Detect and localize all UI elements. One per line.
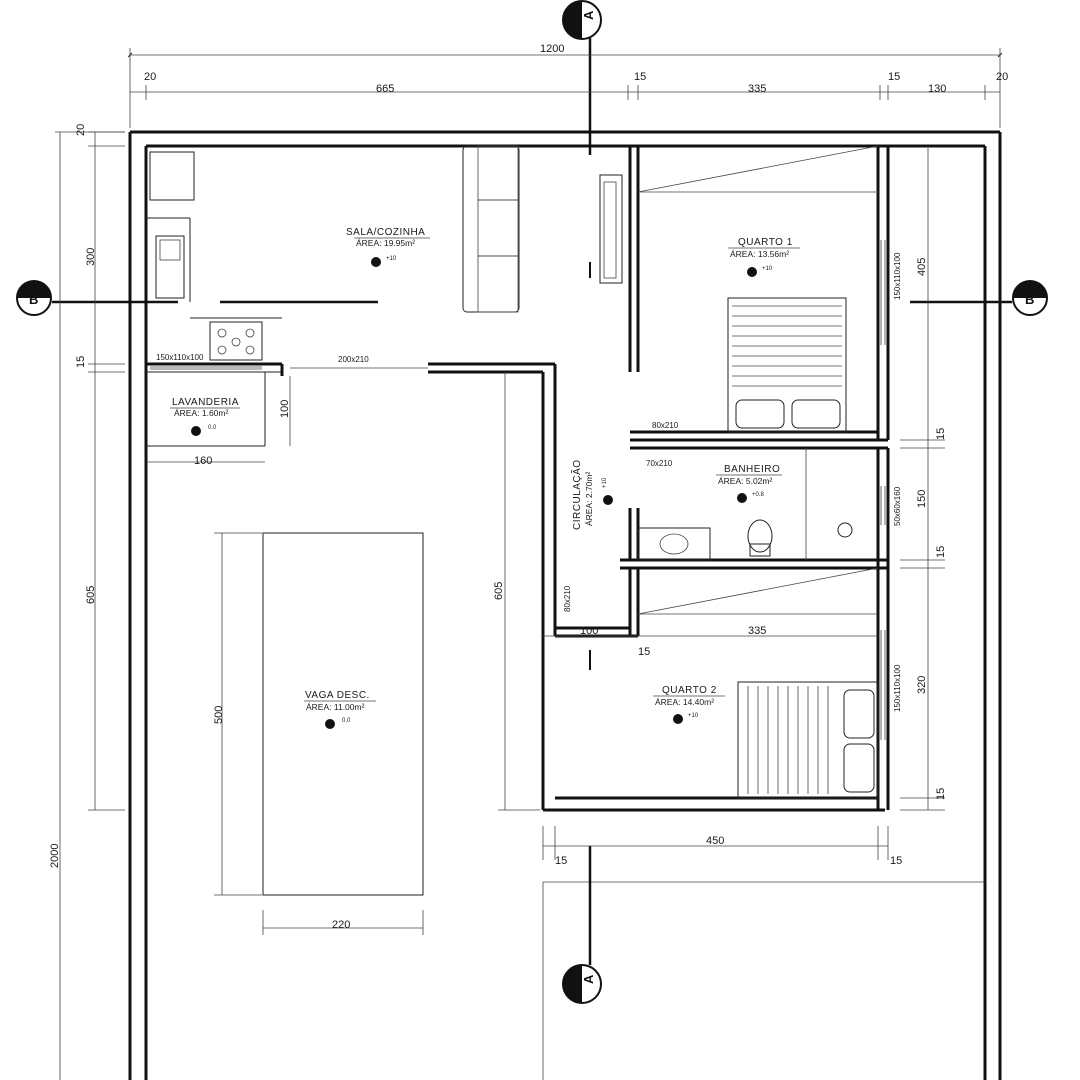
dim-bottom-15-left: 15 — [555, 855, 567, 867]
room-quarto-2: QUARTO 2 ÁREA: 14.40m² +10 — [653, 685, 725, 724]
dim-top-right-margin: 20 — [996, 71, 1008, 83]
dim-right-15-b: 15 — [935, 546, 947, 558]
dim-wall-b: 15 — [888, 71, 900, 83]
section-lines — [52, 38, 1012, 965]
furniture — [146, 145, 985, 1080]
windows — [150, 240, 886, 740]
dimension-lines — [55, 48, 1003, 1080]
label-door-200: 200x210 — [338, 355, 369, 364]
bed-quarto-2 — [737, 681, 879, 799]
dim-left-300: 300 — [85, 248, 97, 266]
room-name: SALA/COZINHA — [346, 227, 425, 238]
room-level: 0.0 — [208, 425, 217, 431]
room-level: +10 — [602, 477, 608, 488]
dim-top-left-margin: 20 — [144, 71, 156, 83]
room-vaga: VAGA DESC. ÁREA: 11.00m² 0.0 — [304, 690, 376, 729]
room-area: ÁREA: 13.56m² — [730, 249, 789, 259]
room-name: VAGA DESC. — [305, 690, 370, 701]
svg-text:B: B — [29, 292, 38, 307]
fridge — [149, 151, 195, 201]
room-area: ÁREA: 14.40m² — [655, 697, 714, 707]
stove — [209, 321, 263, 361]
section-marker-b-right: B — [1012, 280, 1048, 316]
section-marker-a-top: A — [562, 0, 602, 40]
room-area: ÁREA: 1.60m² — [174, 408, 228, 418]
tv-rack — [599, 174, 623, 284]
dim-wall-a: 15 — [634, 71, 646, 83]
room-level: +0.8 — [752, 492, 765, 498]
kitchen-sink — [155, 235, 185, 299]
room-circulacao: CIRCULAÇÃO ÁREA: 2.70m² +10 — [570, 459, 613, 530]
dimension-labels: 1200 20 665 15 335 15 130 20 20 300 15 6… — [49, 43, 1008, 931]
room-name: BANHEIRO — [724, 464, 780, 475]
dim-left-605: 605 — [85, 586, 97, 604]
bath-sink — [637, 527, 711, 561]
dim-bottom-450: 450 — [706, 835, 724, 847]
label-lav-window: 150x110x100 — [156, 353, 204, 362]
room-area: ÁREA: 2.70m² — [584, 472, 594, 526]
room-level: +10 — [386, 256, 397, 262]
section-marker-a-bottom: A — [562, 964, 602, 1004]
svg-text:B: B — [1025, 292, 1034, 307]
label-q2-window: 150x110x100 — [893, 664, 902, 712]
room-area: ÁREA: 5.02m² — [718, 476, 772, 486]
room-quarto-1: QUARTO 1 ÁREA: 13.56m² +10 — [728, 237, 800, 277]
svg-text:A: A — [581, 974, 596, 984]
dim-vaga-220: 220 — [332, 919, 350, 931]
label-wc-window: 50x60x160 — [893, 486, 902, 526]
dim-right-15-c: 15 — [935, 788, 947, 800]
dim-bottom-15-right: 15 — [890, 855, 902, 867]
room-name: QUARTO 2 — [662, 685, 717, 696]
room-sala: SALA/COZINHA ÁREA: 19.95m² +10 — [346, 227, 430, 267]
bed-quarto-1 — [727, 297, 847, 433]
label-q1-window: 150x110x100 — [893, 252, 902, 300]
room-name: LAVANDERIA — [172, 397, 239, 408]
section-marker-b-left: B — [16, 280, 52, 316]
room-area: ÁREA: 11.00m² — [306, 702, 365, 712]
dim-q2-15: 15 — [638, 646, 650, 658]
dim-circ-605: 605 — [493, 582, 505, 600]
label-door-80-top: 80x210 — [652, 421, 679, 430]
room-name: CIRCULAÇÃO — [570, 459, 583, 530]
toilet — [747, 519, 773, 553]
parking-space — [262, 532, 424, 896]
dim-quarto1-width: 335 — [748, 83, 766, 95]
svg-text:A: A — [581, 10, 596, 20]
room-level: +10 — [688, 713, 699, 719]
dim-left-15: 15 — [75, 356, 87, 368]
label-door-80-circ: 80x210 — [563, 585, 572, 612]
dim-vaga-500: 500 — [213, 706, 225, 724]
dim-total-width: 1200 — [540, 43, 564, 55]
room-name: QUARTO 1 — [738, 237, 793, 248]
dim-q2-335: 335 — [748, 625, 766, 637]
opening-labels: 150x110x100 200x210 80x210 70x210 80x210… — [156, 252, 902, 712]
dim-lav-100: 100 — [279, 400, 291, 418]
room-level: 0.0 — [342, 718, 351, 724]
dim-lav-160: 160 — [194, 455, 212, 467]
shower — [837, 522, 853, 538]
room-area: ÁREA: 19.95m² — [356, 238, 415, 248]
room-lavanderia: LAVANDERIA ÁREA: 1.60m² 0.0 — [170, 397, 240, 436]
sofa — [462, 145, 520, 313]
label-door-70: 70x210 — [646, 459, 673, 468]
dim-right-15-a: 15 — [935, 428, 947, 440]
dim-circ-100: 100 — [580, 625, 598, 637]
dim-left-total: 2000 — [49, 844, 61, 868]
dim-right-405: 405 — [916, 258, 928, 276]
room-level: +10 — [762, 266, 773, 272]
dim-right-strip: 130 — [928, 83, 946, 95]
room-banheiro: BANHEIRO ÁREA: 5.02m² +0.8 — [716, 464, 782, 503]
dim-sala-width: 665 — [376, 83, 394, 95]
dim-right-320: 320 — [916, 676, 928, 694]
dim-right-150: 150 — [916, 490, 928, 508]
dim-left-top-margin: 20 — [75, 124, 87, 136]
